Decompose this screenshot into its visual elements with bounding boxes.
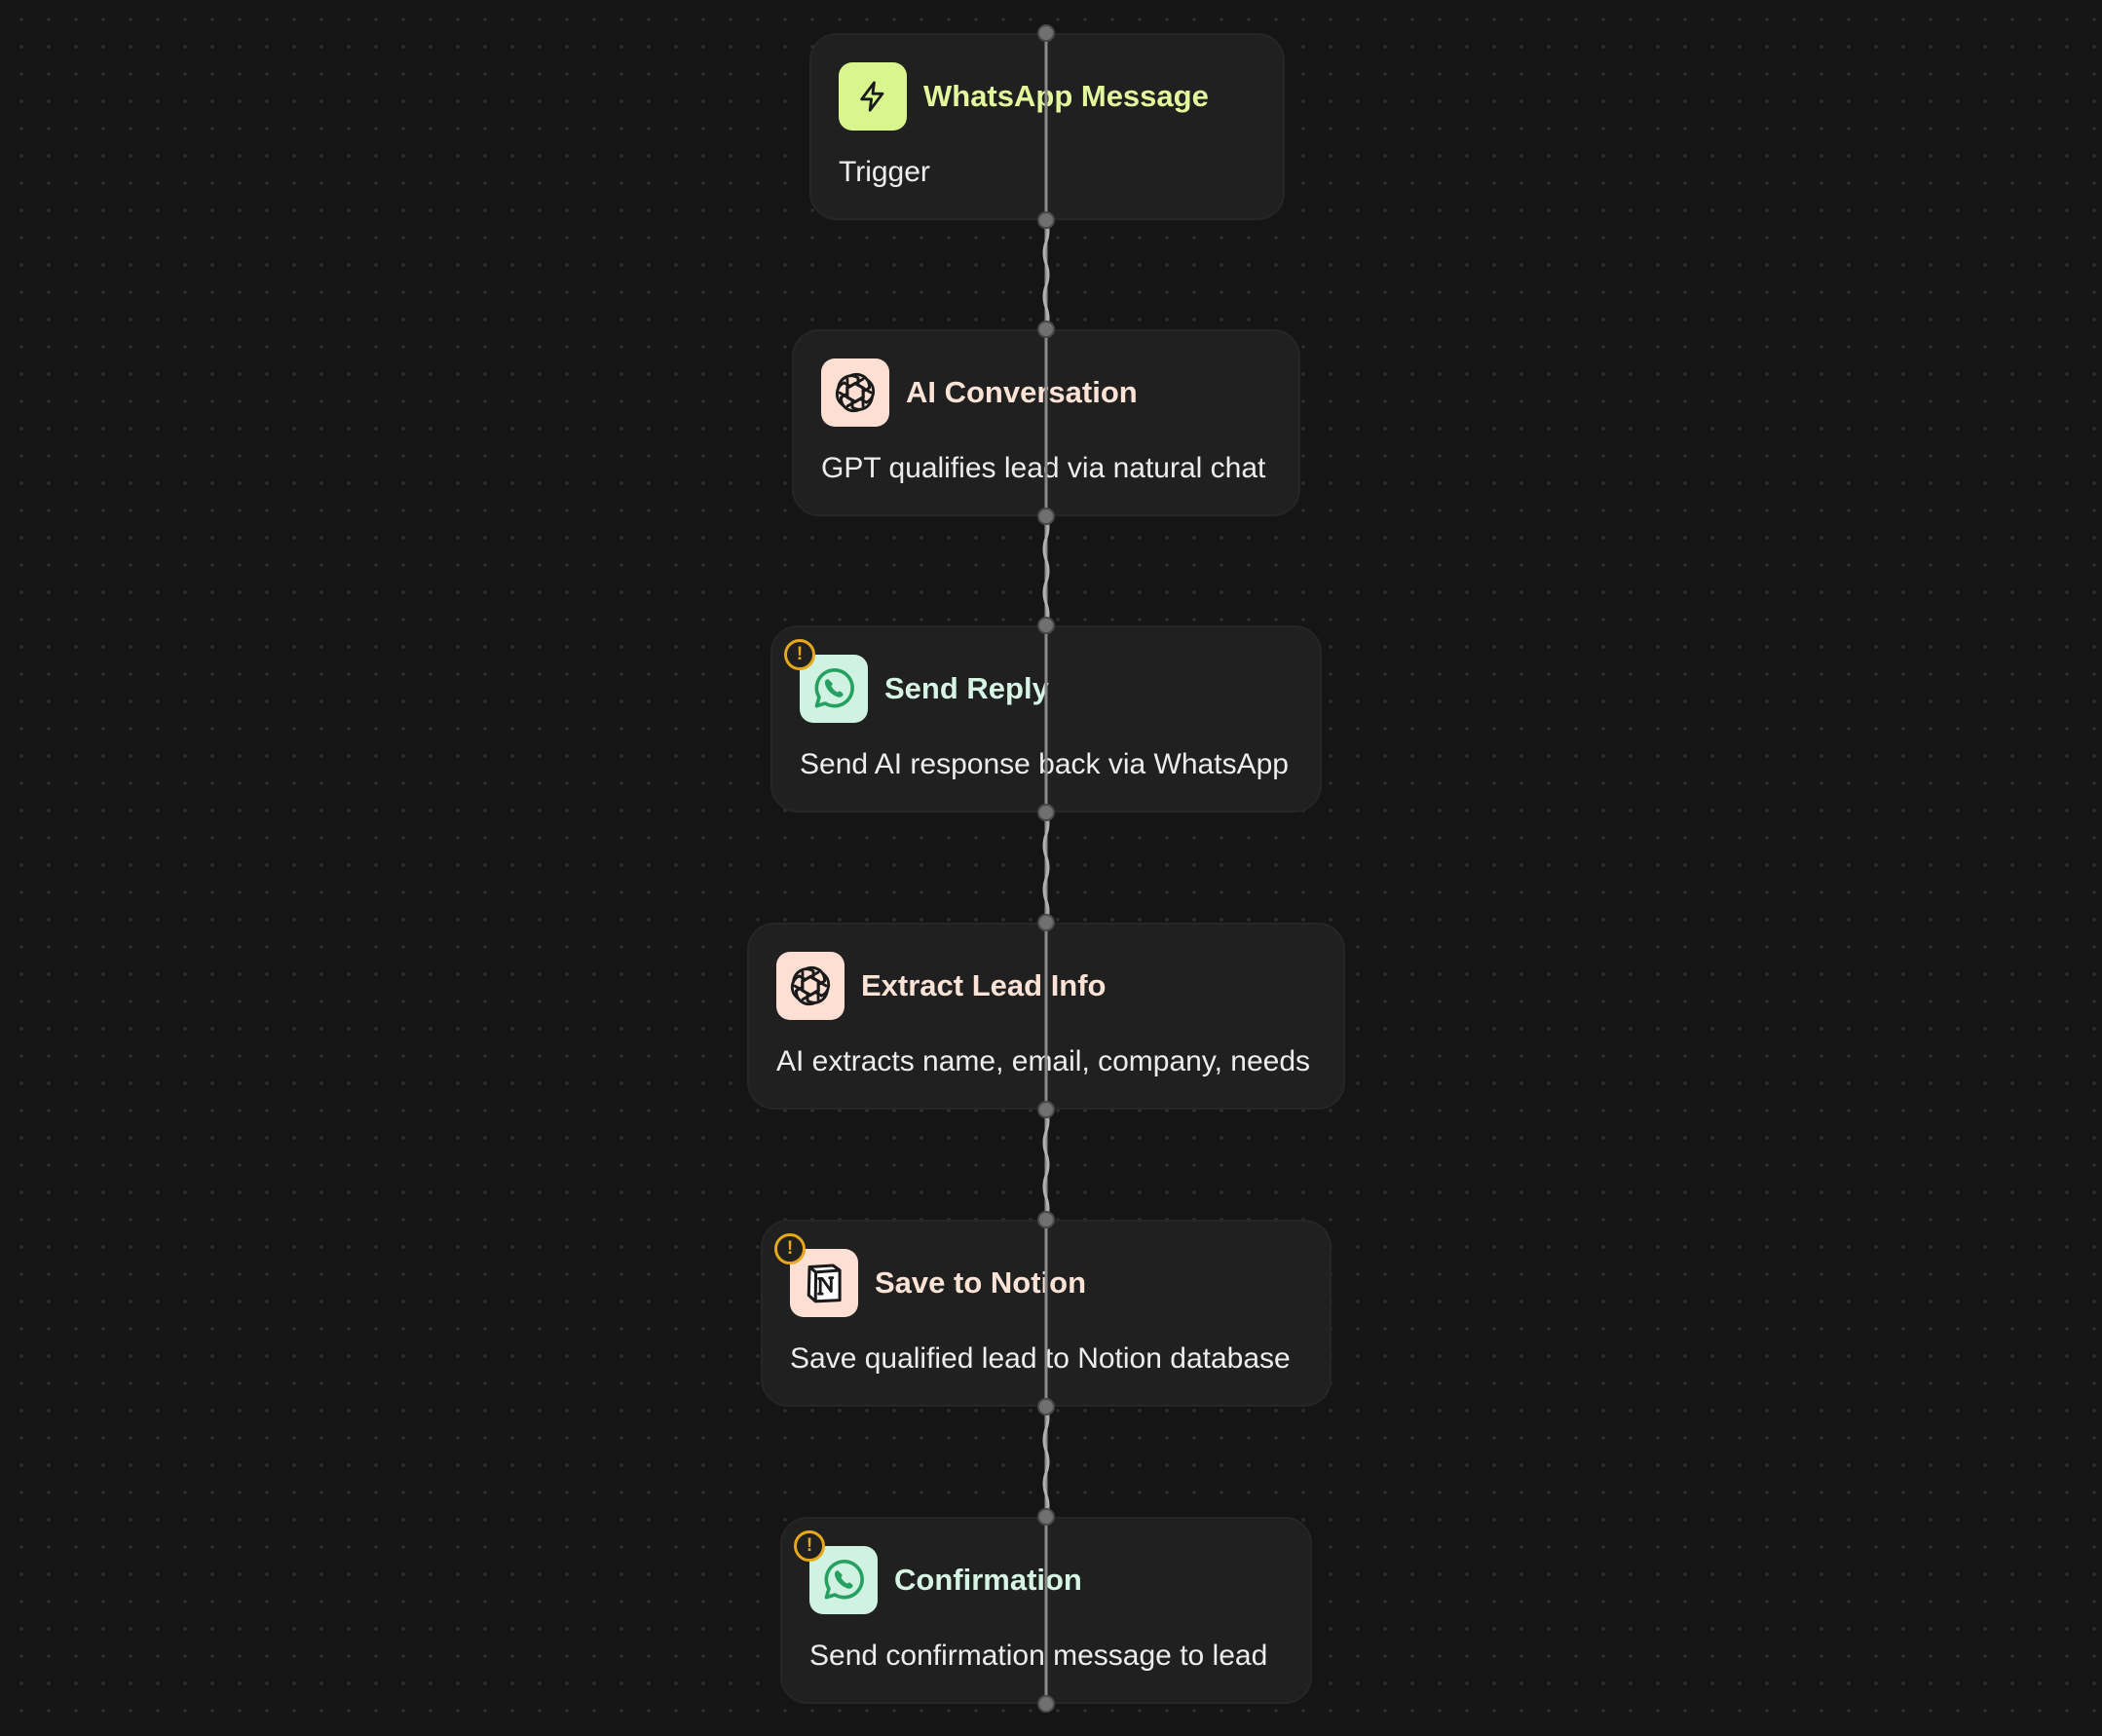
node-subtitle: AI extracts name, email, company, needs bbox=[776, 1045, 1311, 1077]
input-port[interactable] bbox=[1037, 1508, 1055, 1526]
node-icon-container bbox=[809, 1546, 878, 1614]
input-port[interactable] bbox=[1037, 24, 1055, 42]
node-title: Confirmation bbox=[894, 1563, 1082, 1597]
wire-segment bbox=[1042, 811, 1050, 924]
node-ai-conversation[interactable]: AI Conversation GPT qualifies lead via n… bbox=[792, 329, 1300, 516]
node-icon-container bbox=[776, 952, 845, 1020]
whatsapp-icon bbox=[820, 1557, 867, 1604]
warning-icon[interactable]: ! bbox=[774, 1233, 806, 1264]
wire-segment bbox=[1042, 1406, 1050, 1518]
output-port[interactable] bbox=[1037, 1398, 1055, 1415]
output-port[interactable] bbox=[1037, 1695, 1055, 1713]
whatsapp-icon bbox=[810, 665, 857, 712]
node-confirmation[interactable]: ! Confirmation Send confirmation message… bbox=[780, 1517, 1312, 1704]
node-whatsapp-message-trigger[interactable]: WhatsApp Message Trigger bbox=[809, 33, 1285, 220]
input-port[interactable] bbox=[1037, 1211, 1055, 1228]
node-subtitle: Trigger bbox=[839, 156, 930, 188]
output-port[interactable] bbox=[1037, 508, 1055, 525]
node-subtitle: Save qualified lead to Notion database bbox=[790, 1342, 1291, 1375]
output-port[interactable] bbox=[1037, 1101, 1055, 1118]
node-subtitle: Send AI response back via WhatsApp bbox=[800, 748, 1289, 780]
input-port[interactable] bbox=[1037, 617, 1055, 634]
wire-segment bbox=[1042, 1109, 1050, 1221]
openai-icon bbox=[788, 963, 833, 1008]
node-icon-container bbox=[839, 62, 907, 131]
node-subtitle: Send confirmation message to lead bbox=[809, 1640, 1268, 1672]
notion-icon bbox=[802, 1261, 846, 1305]
output-port[interactable] bbox=[1037, 211, 1055, 229]
node-title: Extract Lead Info bbox=[861, 968, 1107, 1002]
output-port[interactable] bbox=[1037, 804, 1055, 821]
node-save-to-notion[interactable]: ! Save to Notion Save qualified lead to … bbox=[761, 1220, 1332, 1407]
node-icon-container bbox=[800, 655, 868, 723]
node-send-reply[interactable]: ! Send Reply Send AI response back via W… bbox=[770, 625, 1322, 812]
openai-icon bbox=[833, 370, 878, 415]
node-title: Send Reply bbox=[884, 671, 1049, 705]
warning-icon[interactable]: ! bbox=[794, 1530, 825, 1562]
node-icon-container bbox=[821, 359, 889, 427]
node-subtitle: GPT qualifies lead via natural chat bbox=[821, 452, 1266, 484]
node-title: WhatsApp Message bbox=[923, 79, 1209, 113]
node-icon-container bbox=[790, 1249, 858, 1317]
node-title: Save to Notion bbox=[875, 1265, 1087, 1300]
bolt-icon bbox=[856, 80, 889, 113]
input-port[interactable] bbox=[1037, 321, 1055, 338]
warning-icon[interactable]: ! bbox=[784, 639, 815, 670]
node-extract-lead-info[interactable]: Extract Lead Info AI extracts name, emai… bbox=[747, 923, 1345, 1110]
wire-segment bbox=[1042, 515, 1050, 626]
input-port[interactable] bbox=[1037, 914, 1055, 931]
wire-segment bbox=[1042, 219, 1050, 330]
node-title: AI Conversation bbox=[906, 375, 1138, 409]
